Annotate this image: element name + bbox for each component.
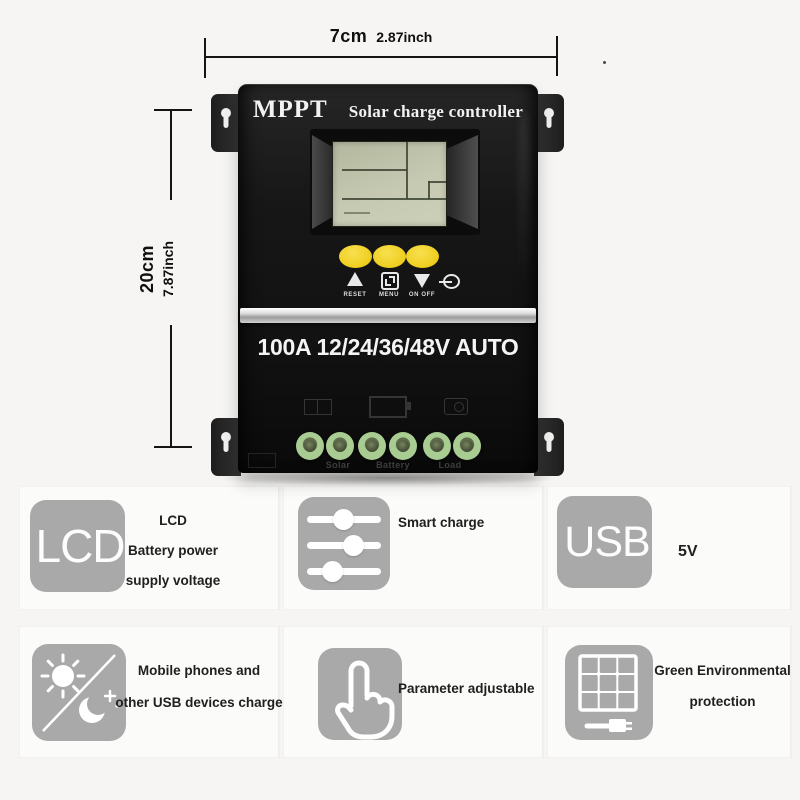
onoff-label: ON OFF [408,292,436,298]
sparkle-icon [103,689,117,703]
terminal-screw[interactable] [423,432,451,460]
feature-text-green: Green Environmental protection [654,663,791,709]
solar-terminal-label: Solar [325,460,351,470]
usb-icon: USB [557,496,652,588]
slider-knob [343,535,364,556]
model-rating-label: 100A 12/24/36/48V AUTO [257,334,519,360]
menu-button[interactable] [373,245,406,268]
day-night-graphic [40,653,119,732]
lcd-segment [406,142,408,199]
solar-panel-icon [565,645,653,740]
usb-icon-text: USB [564,517,650,566]
device-title: Solar charge controller [348,102,524,121]
menu-icon [381,272,399,290]
height-dimension-tick-top [154,109,192,111]
device-header: MPPT Solar charge controller [238,96,538,124]
menu-label: MENU [378,292,400,298]
tap-hand-graphic [335,660,395,740]
lcd-bezel-right [446,135,478,229]
reset-triangle-icon [347,272,363,286]
mounting-ear [211,94,241,152]
tap-hand-icon [318,648,402,740]
solar-charge-controller: MPPT Solar charge controller [205,84,570,484]
terminal-screw[interactable] [358,432,386,460]
feature-text-usb: 5V [678,543,698,560]
terminal-screw[interactable] [389,432,417,460]
day-night-icon [32,644,126,741]
load-symbol [444,398,468,415]
power-icon [439,274,461,289]
mounting-ear [534,418,564,476]
onoff-button[interactable] [406,245,439,268]
height-dimension-line-lower [170,325,172,447]
slider-knob [322,561,343,582]
keyhole-cutout [221,108,231,118]
slider-bar [307,509,381,530]
solar-panel-symbol [304,399,332,415]
sun-icon [40,653,86,699]
height-dimension-line-upper [170,110,172,200]
height-dimension-labels: 20cm 7.87inch [137,221,195,317]
lcd-screen [332,141,447,227]
lcd-segment [428,181,446,183]
feature-text-smart-charge: Smart charge [398,515,485,530]
usb-plug-icon [584,719,632,732]
height-cm-label: 20cm [137,244,157,294]
body-sheen [518,109,530,299]
device-body: MPPT Solar charge controller [238,84,538,473]
mounting-ear [211,418,241,476]
terminal-screw[interactable] [453,432,481,460]
battery-symbol [369,396,411,418]
height-dimension-tick-bottom [154,446,192,448]
width-dimension-labels: 7cm 2.87inch [205,26,557,47]
lcd-segment [428,181,430,199]
width-dimension-tick-right [556,36,558,76]
feature-text-mobile-charge: Mobile phones and other USB devices char… [115,663,283,710]
device-shadow [212,470,562,486]
width-dimension-line [205,56,557,58]
lcd-icon: LCD [30,500,126,592]
width-dimension-tick-left [204,38,206,78]
usb-port-mark [248,453,276,468]
feature-text-parameter: Parameter adjustable [398,681,535,696]
sliders-icon [298,497,390,590]
battery-terminal-label: Battery [376,460,410,470]
reset-label: RESET [343,292,367,298]
load-terminal-label: Load [438,460,462,470]
moon-icon [79,693,109,723]
brand-label: MPPT [252,96,328,123]
keyhole-cutout [544,432,554,442]
width-inch-label: 2.87inch [376,29,433,45]
slider-bar [307,535,381,556]
lcd-icon-text: LCD [35,520,125,572]
slider-bar [307,561,381,582]
lcd-display [310,129,480,235]
onoff-triangle-icon [414,274,430,288]
lcd-segment [342,169,407,171]
slider-knob [333,509,354,530]
terminal-screw[interactable] [296,432,324,460]
mounting-ear [534,94,564,152]
keyhole-cutout [221,432,231,442]
reset-button[interactable] [339,245,372,268]
feature-text-lcd: LCD Battery power supply voltage [125,513,221,588]
width-cm-label: 7cm [329,26,368,46]
keyhole-cutout [544,108,554,118]
speck-dot [603,61,606,64]
lcd-segment [344,212,370,214]
solar-panel-graphic [578,654,638,732]
lcd-segment [342,198,446,200]
silver-stripe [240,308,536,323]
height-inch-label: 7.87inch [160,240,176,298]
terminal-screw[interactable] [326,432,354,460]
